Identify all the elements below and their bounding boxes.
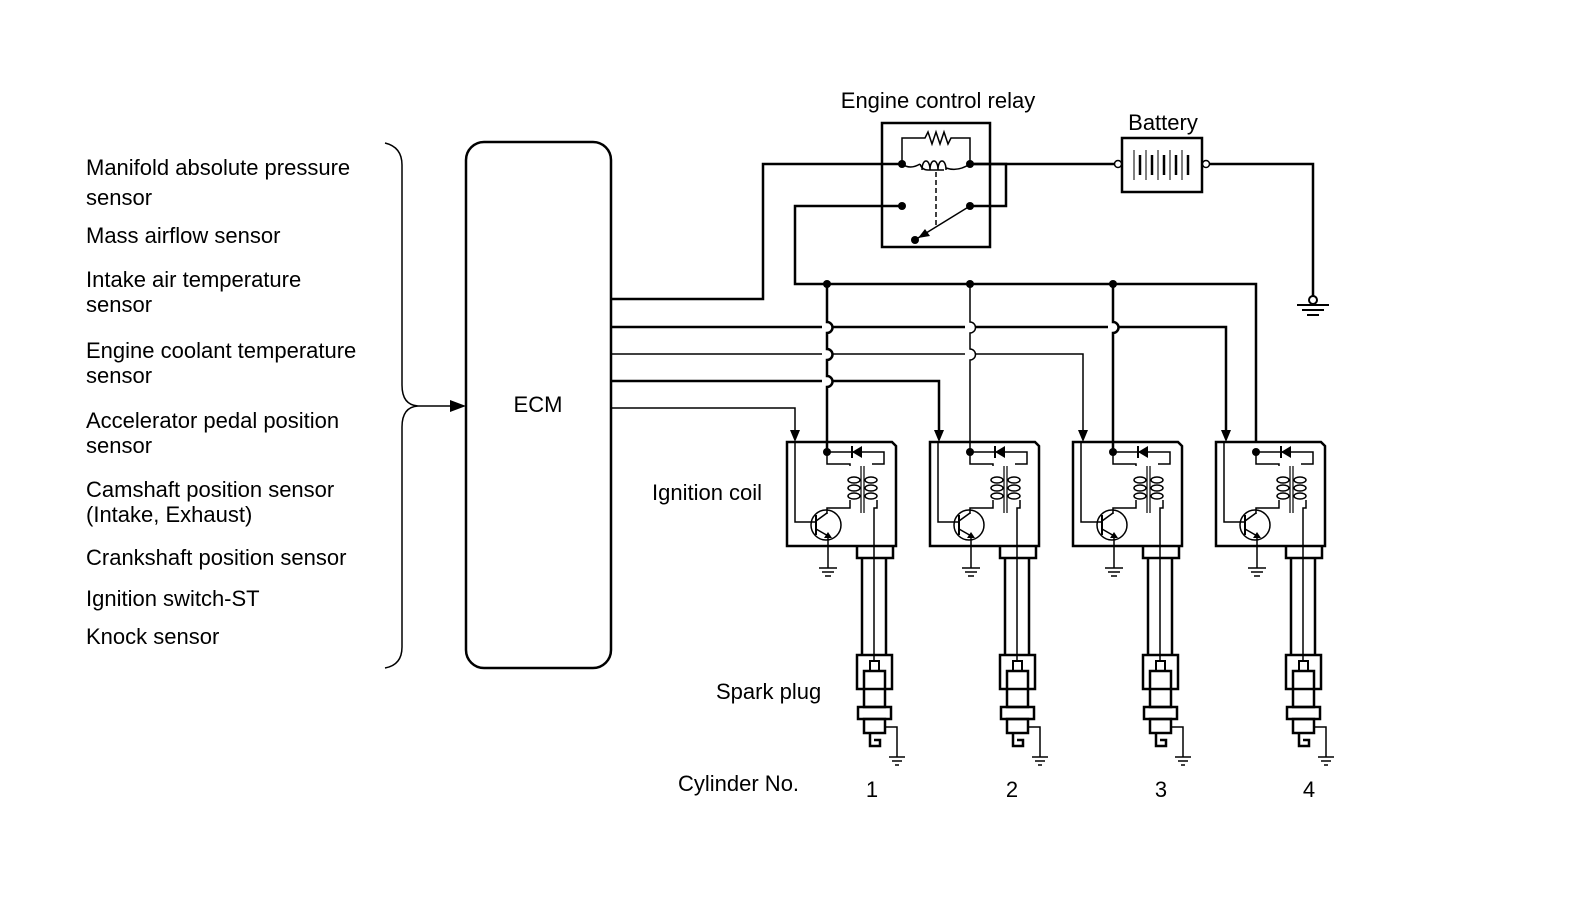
cylinder-label: Cylinder No. [678, 771, 799, 796]
spark-plug-icon [855, 558, 905, 766]
sensor-label: Knock sensor [86, 624, 219, 649]
arrow-heads [790, 430, 1231, 442]
arrow-head-icon [450, 400, 466, 412]
cylinder-number: 4 [1303, 777, 1315, 802]
spark-plug-label: Spark plug [716, 679, 821, 704]
ignition-coil-icon [785, 440, 898, 660]
sensor-list: Manifold absolute pressure sensor Mass a… [86, 155, 356, 649]
spark-plug-icon [1141, 558, 1191, 766]
sensor-label: sensor [86, 185, 152, 210]
spark-plug-icon [1284, 558, 1334, 766]
sensor-label: Intake air temperature [86, 267, 301, 292]
ecm-label: ECM [514, 392, 563, 417]
cylinder-number: 2 [1006, 777, 1018, 802]
ignition-coil-icon [1071, 440, 1184, 660]
ignition-coil-label: Ignition coil [652, 480, 762, 505]
cylinder-unit-4 [1214, 440, 1334, 766]
relay-coil-icon [921, 160, 947, 171]
cylinder-number: 1 [866, 777, 878, 802]
sensor-label: Ignition switch-ST [86, 586, 260, 611]
ignition-coil-icon [1214, 440, 1327, 660]
sensor-label: sensor [86, 292, 152, 317]
relay-label: Engine control relay [841, 88, 1035, 113]
resistor-icon [901, 129, 971, 164]
spark-plug-icon [998, 558, 1048, 766]
cylinder-unit-1 [785, 440, 905, 766]
cylinder-number: 3 [1155, 777, 1167, 802]
wiring [611, 162, 1315, 452]
junction-dots [823, 280, 1117, 288]
cylinder-unit-2 [928, 440, 1048, 766]
cylinder-unit-3 [1071, 440, 1191, 766]
sensor-label: Accelerator pedal position [86, 408, 339, 433]
ground-icon [1297, 295, 1329, 316]
sensor-label: sensor [86, 363, 152, 388]
engine-control-relay [880, 121, 992, 249]
sensor-label: (Intake, Exhaust) [86, 502, 252, 527]
sensor-label: Manifold absolute pressure [86, 155, 350, 180]
sensor-label: Engine coolant temperature [86, 338, 356, 363]
ecm-box [464, 140, 613, 670]
battery-icon [1113, 136, 1211, 194]
sensor-label: Crankshaft position sensor [86, 545, 346, 570]
sensor-brace [384, 142, 419, 669]
ignition-coil-icon [928, 440, 1041, 660]
sensor-label: Camshaft position sensor [86, 477, 334, 502]
sensor-label: sensor [86, 433, 152, 458]
sensor-label: Mass airflow sensor [86, 223, 280, 248]
battery-label: Battery [1128, 110, 1198, 135]
